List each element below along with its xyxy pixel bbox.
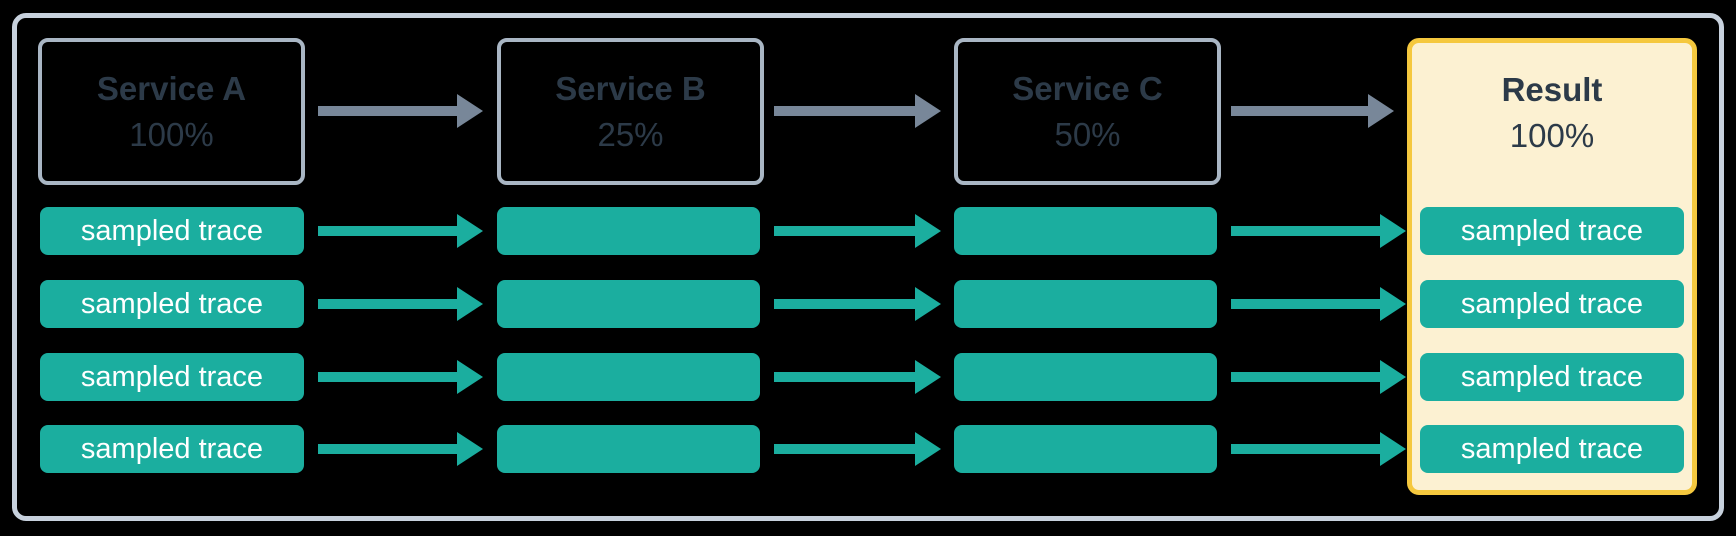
empty-trace-bar	[954, 353, 1217, 401]
sampled-trace-bar: sampled trace	[40, 353, 304, 401]
arrow-shaft	[774, 106, 915, 116]
node-value: 25%	[597, 115, 664, 153]
arrow-head-icon	[1380, 214, 1406, 248]
arrow-head-icon	[457, 432, 483, 466]
bar-label: sampled trace	[80, 360, 264, 393]
result-node: Result 100%	[1407, 38, 1697, 495]
bar-label: sampled trace	[1460, 360, 1644, 393]
empty-trace-bar	[497, 353, 760, 401]
arrow-head-icon	[915, 432, 941, 466]
result-trace-bar: sampled trace	[1420, 425, 1684, 473]
arrow-shaft	[318, 299, 457, 309]
arrow-shaft	[1231, 226, 1380, 236]
bar-label: sampled trace	[1460, 214, 1644, 247]
flow-arrow-teal	[1231, 214, 1406, 248]
node-label: Service C	[1012, 69, 1163, 107]
flow-arrow-teal	[318, 360, 483, 394]
flow-arrow-teal	[318, 432, 483, 466]
empty-trace-bar	[497, 207, 760, 255]
arrow-head-icon	[1380, 287, 1406, 321]
arrow-shaft	[1231, 299, 1380, 309]
arrow-head-icon	[1380, 360, 1406, 394]
arrow-shaft	[774, 299, 915, 309]
flow-arrow-gray	[318, 94, 483, 128]
service-b-node: Service B 25%	[497, 38, 764, 185]
node-value: 50%	[1054, 115, 1121, 153]
bar-label: sampled trace	[1460, 432, 1644, 465]
bar-label: sampled trace	[80, 432, 264, 465]
empty-trace-bar	[954, 207, 1217, 255]
flow-arrow-teal	[1231, 360, 1406, 394]
empty-trace-bar	[954, 425, 1217, 473]
arrow-shaft	[1231, 372, 1380, 382]
service-a-node: Service A 100%	[38, 38, 305, 185]
arrow-head-icon	[915, 360, 941, 394]
flow-arrow-teal	[774, 360, 941, 394]
flow-arrow-teal	[1231, 287, 1406, 321]
node-label: Service B	[555, 69, 706, 107]
arrow-shaft	[774, 444, 915, 454]
flow-arrow-gray	[774, 94, 941, 128]
arrow-head-icon	[457, 287, 483, 321]
arrow-shaft	[1231, 106, 1368, 116]
bar-label: sampled trace	[80, 214, 264, 247]
arrow-head-icon	[1368, 94, 1394, 128]
arrow-shaft	[774, 372, 915, 382]
arrow-head-icon	[457, 360, 483, 394]
arrow-head-icon	[915, 287, 941, 321]
arrow-head-icon	[457, 214, 483, 248]
arrow-head-icon	[1380, 432, 1406, 466]
bar-label: sampled trace	[1460, 287, 1644, 320]
arrow-shaft	[318, 106, 457, 116]
arrow-shaft	[774, 226, 915, 236]
bar-label: sampled trace	[80, 287, 264, 320]
result-value: 100%	[1509, 117, 1595, 154]
result-trace-bar: sampled trace	[1420, 280, 1684, 328]
sampled-trace-bar: sampled trace	[40, 425, 304, 473]
sampled-trace-bar: sampled trace	[40, 207, 304, 255]
empty-trace-bar	[497, 280, 760, 328]
empty-trace-bar	[497, 425, 760, 473]
arrow-shaft	[318, 372, 457, 382]
empty-trace-bar	[954, 280, 1217, 328]
node-label: Service A	[96, 69, 247, 107]
arrow-head-icon	[915, 94, 941, 128]
flow-arrow-teal	[1231, 432, 1406, 466]
arrow-head-icon	[915, 214, 941, 248]
arrow-shaft	[318, 444, 457, 454]
result-label: Result	[1501, 71, 1603, 108]
flow-arrow-teal	[774, 432, 941, 466]
arrow-head-icon	[457, 94, 483, 128]
result-trace-bar: sampled trace	[1420, 207, 1684, 255]
flow-arrow-teal	[774, 287, 941, 321]
flow-arrow-teal	[774, 214, 941, 248]
sampled-trace-bar: sampled trace	[40, 280, 304, 328]
result-trace-bar: sampled trace	[1420, 353, 1684, 401]
outer-frame	[12, 13, 1724, 521]
service-c-node: Service C 50%	[954, 38, 1221, 185]
flow-arrow-teal	[318, 287, 483, 321]
flow-arrow-gray	[1231, 94, 1394, 128]
arrow-shaft	[1231, 444, 1380, 454]
arrow-shaft	[318, 226, 457, 236]
result-header: Result 100%	[1412, 43, 1692, 183]
flow-arrow-teal	[318, 214, 483, 248]
node-value: 100%	[129, 115, 214, 153]
